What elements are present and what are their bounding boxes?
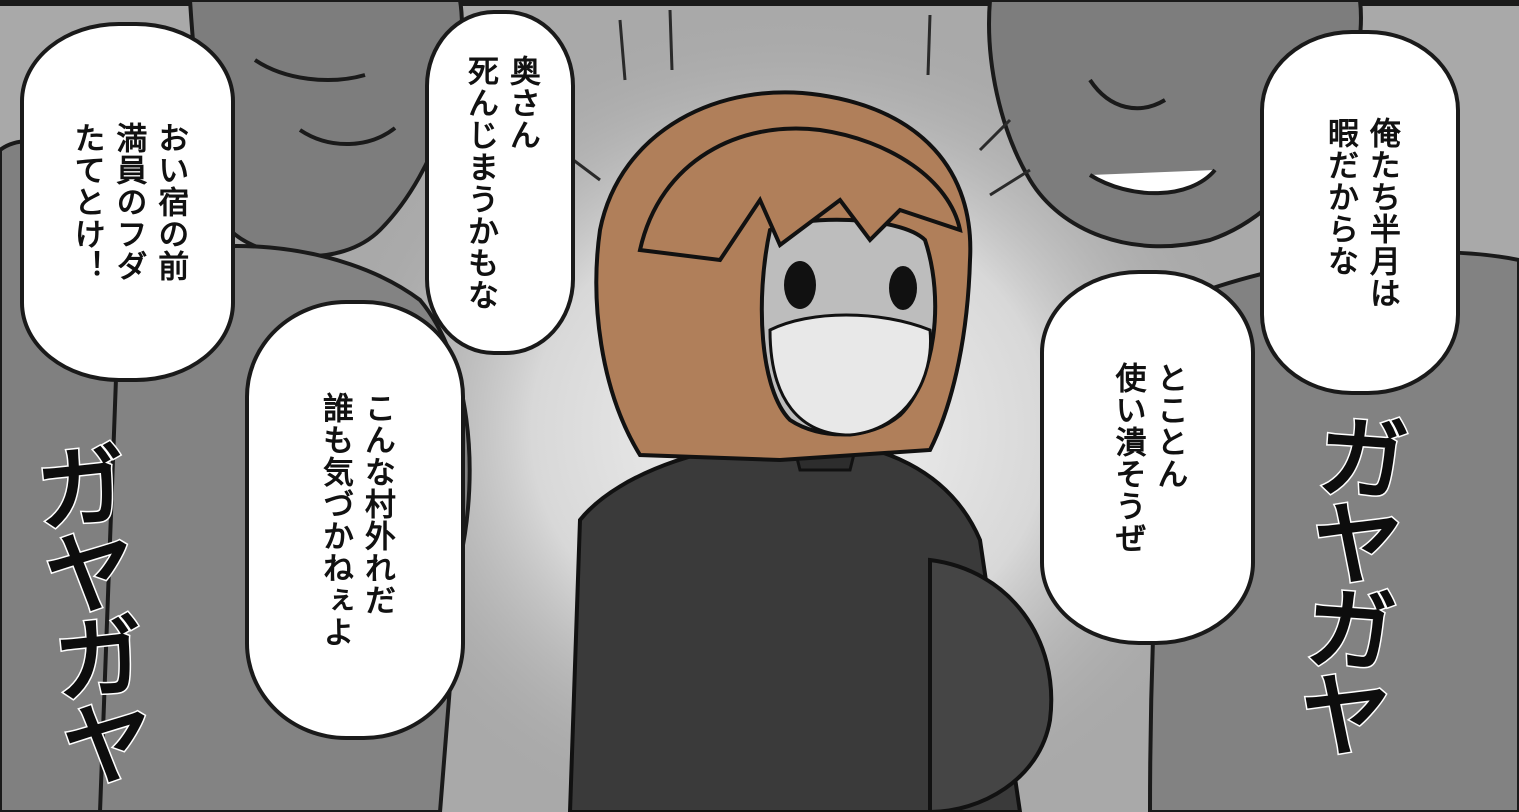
- speech-bubble-2: 奥さん 死んじまうかもな: [425, 10, 575, 355]
- speech-text-5: 俺たち半月は 暇だからな: [1322, 116, 1400, 309]
- speech-text-3: こんな村外れだ 誰も気づかねぇよ: [317, 392, 395, 648]
- woman: [567, 90, 1054, 812]
- speech-text-4: とことん 使い潰そうぜ: [1109, 361, 1188, 554]
- panel-border: [0, 0, 1519, 6]
- speech-text-1: おい宿の前 満員のフダ たてとけ！: [68, 122, 189, 282]
- speech-bubble-5: 俺たち半月は 暇だからな: [1260, 30, 1460, 395]
- speech-bubble-1: おい宿の前 満員のフダ たてとけ！: [20, 22, 235, 382]
- speech-text-2: 奥さん 死んじまうかもな: [462, 54, 540, 311]
- speech-bubble-4: とことん 使い潰そうぜ: [1040, 270, 1255, 645]
- speech-bubble-3: こんな村外れだ 誰も気づかねぇよ: [245, 300, 465, 740]
- sound-effect-right: ガヤガヤ: [1280, 405, 1414, 759]
- tension-lines: [559, 9, 1031, 197]
